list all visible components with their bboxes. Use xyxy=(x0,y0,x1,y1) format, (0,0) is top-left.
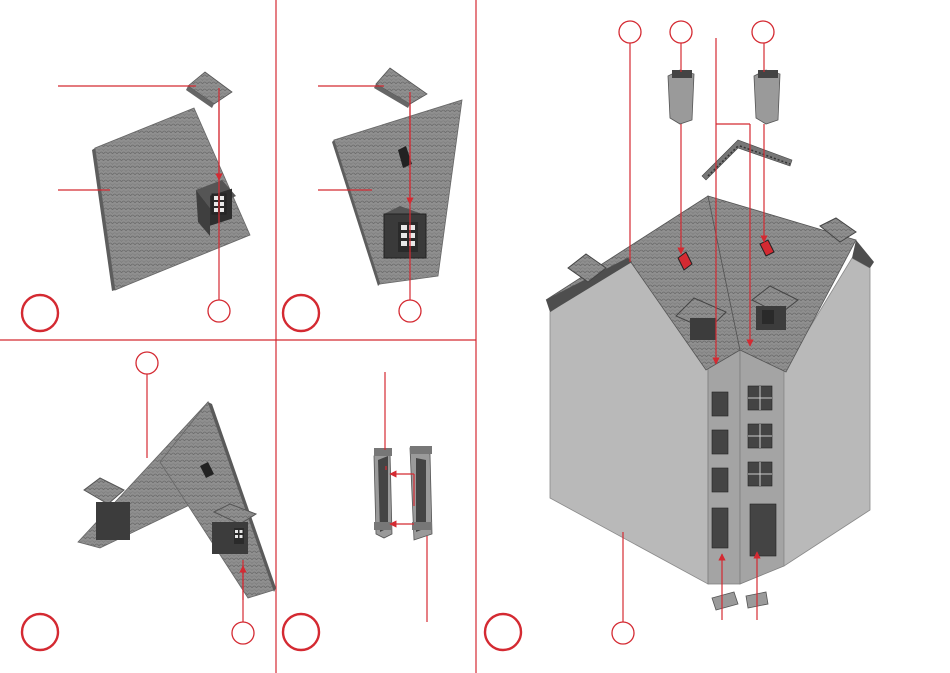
chimney-half-left xyxy=(374,448,392,538)
dormer-window-icon xyxy=(234,528,244,544)
step-number-circle xyxy=(283,614,319,650)
part-callout-circle xyxy=(752,21,774,43)
panel-5 xyxy=(485,21,874,650)
part-callout-circle xyxy=(208,300,230,322)
part-callout-circle xyxy=(670,21,692,43)
panel-2 xyxy=(283,68,462,331)
step-number-circle xyxy=(485,614,521,650)
part-callout-circle xyxy=(399,300,421,322)
step-number-circle xyxy=(283,295,319,331)
part-callout-circle xyxy=(619,21,641,43)
panel-3 xyxy=(22,352,276,650)
dormer-window-icon xyxy=(398,222,418,252)
chimney-part xyxy=(754,70,780,124)
panel-1 xyxy=(22,72,250,331)
dormer-roof-piece xyxy=(186,72,232,108)
dormer-roof-piece xyxy=(374,68,427,108)
chimney-half-right xyxy=(410,446,432,540)
part-callout-circle xyxy=(232,622,254,644)
step-number-circle xyxy=(22,295,58,331)
panel-4 xyxy=(283,372,432,650)
part-callout-circle xyxy=(136,352,158,374)
dormer-part xyxy=(384,206,426,258)
chimney-part xyxy=(668,70,694,124)
step-number-circle xyxy=(22,614,58,650)
door-step-part xyxy=(712,592,768,610)
part-callout-circle xyxy=(612,622,634,644)
